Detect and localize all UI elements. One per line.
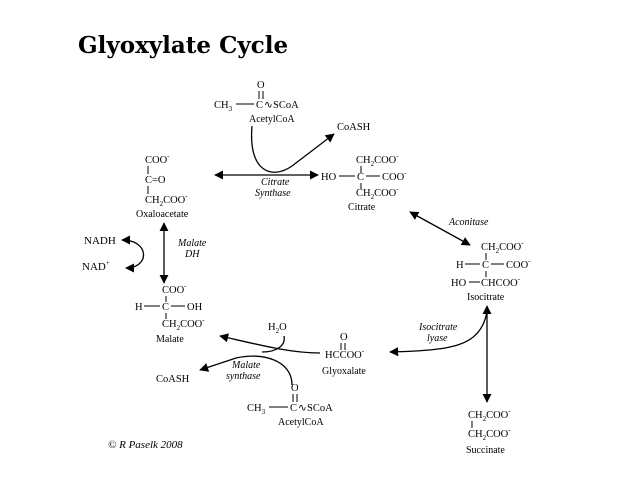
carboxylate-top: COO- — [162, 282, 187, 296]
keto-group: C=O — [145, 175, 166, 186]
hydroxyl: OH — [187, 302, 203, 313]
acetylcoa-bottom: O CH3 C ∿ SCoA AcetylCoA — [247, 383, 333, 428]
enzyme-malate-synthase-line1: Malate — [231, 360, 261, 371]
succinate: CH2COO- CH2COO- Succinate — [466, 407, 511, 456]
arrow-citrate-isocitrate — [409, 211, 471, 246]
acetylcoa-label: AcetylCoA — [278, 417, 324, 428]
citrate-label: Citrate — [348, 202, 376, 213]
acetylcoa-label: AcetylCoA — [249, 114, 295, 125]
isocitrate: CH2COO- H C COO- HO CHCOO- Isocitrate — [451, 239, 531, 303]
enzyme-isocitrate-lyase-line1: Isocitrate — [418, 322, 458, 333]
arrow-water-join — [261, 335, 285, 353]
carbonyl-oxygen: O — [340, 332, 348, 343]
enzyme-citrate-synthase-line2: Synthase — [255, 188, 291, 199]
malate-label: Malate — [156, 334, 184, 345]
carboxylate: COO- — [506, 257, 531, 271]
hydrogen: H — [135, 302, 143, 313]
hydrogen: H — [456, 260, 464, 271]
methylene-carboxylate: CH2COO- — [162, 316, 205, 332]
enzyme-isocitrate-lyase-line2: lyase — [427, 333, 448, 344]
glyoxalate-formula: HCCOO- — [325, 347, 365, 361]
scoa-group: SCoA — [307, 403, 333, 414]
methylene-carboxylate-top: CH2COO- — [356, 152, 399, 168]
arrow-acetylcoa-in-coash-out — [250, 125, 335, 173]
methylene-carboxylate-bottom: CH2COO- — [468, 426, 511, 442]
coash-top-label: CoASH — [337, 122, 371, 133]
enzyme-aconitase: Aconitase — [448, 217, 489, 228]
arrow-isocitrate-glyoxalate — [389, 311, 488, 357]
hydroxy-carboxylate: CHCOO- — [481, 275, 521, 289]
nad-plus-label: NAD+ — [82, 259, 110, 273]
succinate-label: Succinate — [466, 445, 505, 456]
enzyme-malate-dh-line2: DH — [184, 249, 200, 260]
methylene-carboxylate: CH2COO- — [145, 192, 188, 208]
isocitrate-label: Isocitrate — [467, 292, 505, 303]
copyright-credit: © R Paselk 2008 — [108, 439, 183, 451]
enzyme-malate-dh-line1: Malate — [177, 238, 207, 249]
carbonyl-oxygen: O — [257, 80, 265, 91]
arrow-acetylcoa-in-coash-out-bottom — [199, 355, 293, 386]
page-title: Glyoxylate Cycle — [78, 32, 288, 59]
central-carbon: C — [357, 172, 364, 183]
glyoxalate: O HCCOO- Glyoxalate — [322, 332, 366, 377]
enzyme-citrate-synthase-line1: Citrate — [261, 177, 290, 188]
glyoxalate-label: Glyoxalate — [322, 366, 366, 377]
malate: COO- H C OH CH2COO- Malate — [135, 282, 205, 345]
arrow-glyoxalate-malate — [219, 333, 321, 354]
methylene-carboxylate-bottom: CH2COO- — [356, 185, 399, 201]
methyl-group: CH3 — [247, 403, 266, 416]
oxaloacetate: COO- C=O CH2COO- Oxaloacetate — [136, 152, 189, 220]
methyl-group: CH3 — [214, 100, 233, 113]
carboxylate-right: COO- — [382, 169, 407, 183]
methylene-carboxylate: CH2COO- — [481, 239, 524, 255]
citrate: CH2COO- HO C COO- CH2COO- Citrate — [321, 152, 407, 213]
methylene-carboxylate-top: CH2COO- — [468, 407, 511, 423]
carbonyl-carbon: C — [290, 403, 297, 414]
central-carbon: C — [482, 260, 489, 271]
thioester-wavy-bond: ∿ — [298, 403, 307, 414]
nadh-label: NADH — [84, 235, 116, 247]
hydroxyl: HO — [451, 278, 467, 289]
central-carbon: C — [162, 302, 169, 313]
thioester-wavy-bond: ∿ — [264, 100, 273, 111]
hydroxyl: HO — [321, 172, 337, 183]
scoa-group: SCoA — [273, 100, 299, 111]
arrow-nadh-nad — [121, 235, 145, 273]
coash-bottom-label: CoASH — [156, 374, 190, 385]
carbonyl-carbon: C — [256, 100, 263, 111]
oxaloacetate-label: Oxaloacetate — [136, 209, 189, 220]
carbonyl-oxygen: O — [291, 383, 299, 394]
acetylcoa-top: O CH3 C ∿ SCoA AcetylCoA — [214, 80, 299, 125]
enzyme-malate-synthase-line2: synthase — [226, 371, 261, 382]
carboxylate-top: COO- — [145, 152, 170, 166]
water-label: H2O — [268, 322, 287, 335]
